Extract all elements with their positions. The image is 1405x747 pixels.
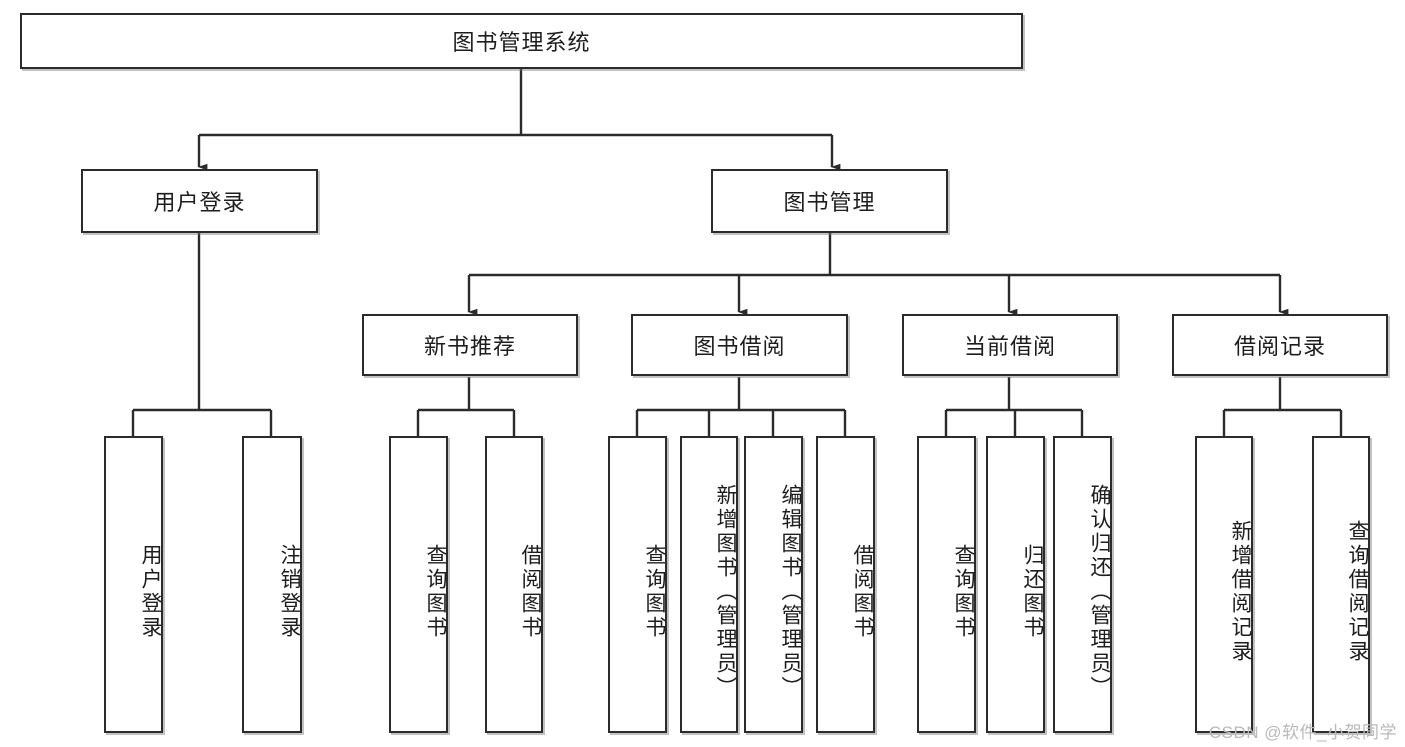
leaf-query-books-borrow[interactable]: 查询图书 [608, 436, 667, 733]
leaf-confirm-return-admin[interactable]: 确认归还（管理员） [1053, 436, 1112, 733]
node-label: 借阅图书 [851, 543, 874, 640]
node-label: 借阅记录 [1233, 334, 1326, 359]
leaf-add-book-admin[interactable]: 新增图书（管理员） [680, 436, 738, 733]
node-label: 图书借阅 [693, 334, 786, 359]
node-current-borrow[interactable]: 当前借阅 [902, 314, 1118, 376]
leaf-query-borrow-record[interactable]: 查询借阅记录 [1312, 436, 1370, 733]
csdn-watermark: CSDN @软件_小贺同学 [1208, 723, 1397, 742]
node-label: 当前借阅 [963, 334, 1056, 359]
node-label: 查询图书 [424, 543, 447, 640]
node-label: 新增借阅记录 [1229, 519, 1252, 664]
node-label: 查询借阅记录 [1346, 519, 1369, 664]
leaf-user-login[interactable]: 用户登录 [104, 436, 163, 733]
node-label: 借阅图书 [519, 543, 542, 640]
node-root-library-system[interactable]: 图书管理系统 [20, 13, 1023, 69]
leaf-edit-book-admin[interactable]: 编辑图书（管理员） [744, 436, 803, 733]
node-user-login[interactable]: 用户登录 [81, 169, 318, 233]
leaf-query-books-recommend[interactable]: 查询图书 [389, 436, 448, 733]
leaf-add-borrow-record[interactable]: 新增借阅记录 [1195, 436, 1253, 733]
leaf-logout[interactable]: 注销登录 [242, 436, 302, 733]
node-label: 图书管理系统 [452, 30, 591, 55]
node-label: 新增图书（管理员） [714, 483, 737, 700]
node-label: 确认归还（管理员） [1088, 483, 1111, 700]
leaf-query-books-current[interactable]: 查询图书 [917, 436, 976, 733]
node-book-management[interactable]: 图书管理 [711, 169, 948, 233]
node-label: 查询图书 [952, 543, 975, 640]
node-label: 用户登录 [139, 543, 162, 640]
node-label: 图书管理 [783, 190, 876, 215]
node-new-book-recommend[interactable]: 新书推荐 [362, 314, 578, 376]
leaf-borrow-books[interactable]: 借阅图书 [816, 436, 875, 733]
node-book-borrow[interactable]: 图书借阅 [631, 314, 848, 376]
node-label: 归还图书 [1021, 543, 1044, 640]
node-label: 查询图书 [643, 543, 666, 640]
leaf-borrow-books-recommend[interactable]: 借阅图书 [485, 436, 543, 733]
node-label: 用户登录 [153, 190, 246, 215]
node-label: 编辑图书（管理员） [779, 483, 802, 700]
node-label: 新书推荐 [423, 334, 516, 359]
node-label: 注销登录 [278, 543, 301, 640]
leaf-return-books[interactable]: 归还图书 [986, 436, 1045, 733]
node-borrow-records[interactable]: 借阅记录 [1172, 314, 1388, 376]
